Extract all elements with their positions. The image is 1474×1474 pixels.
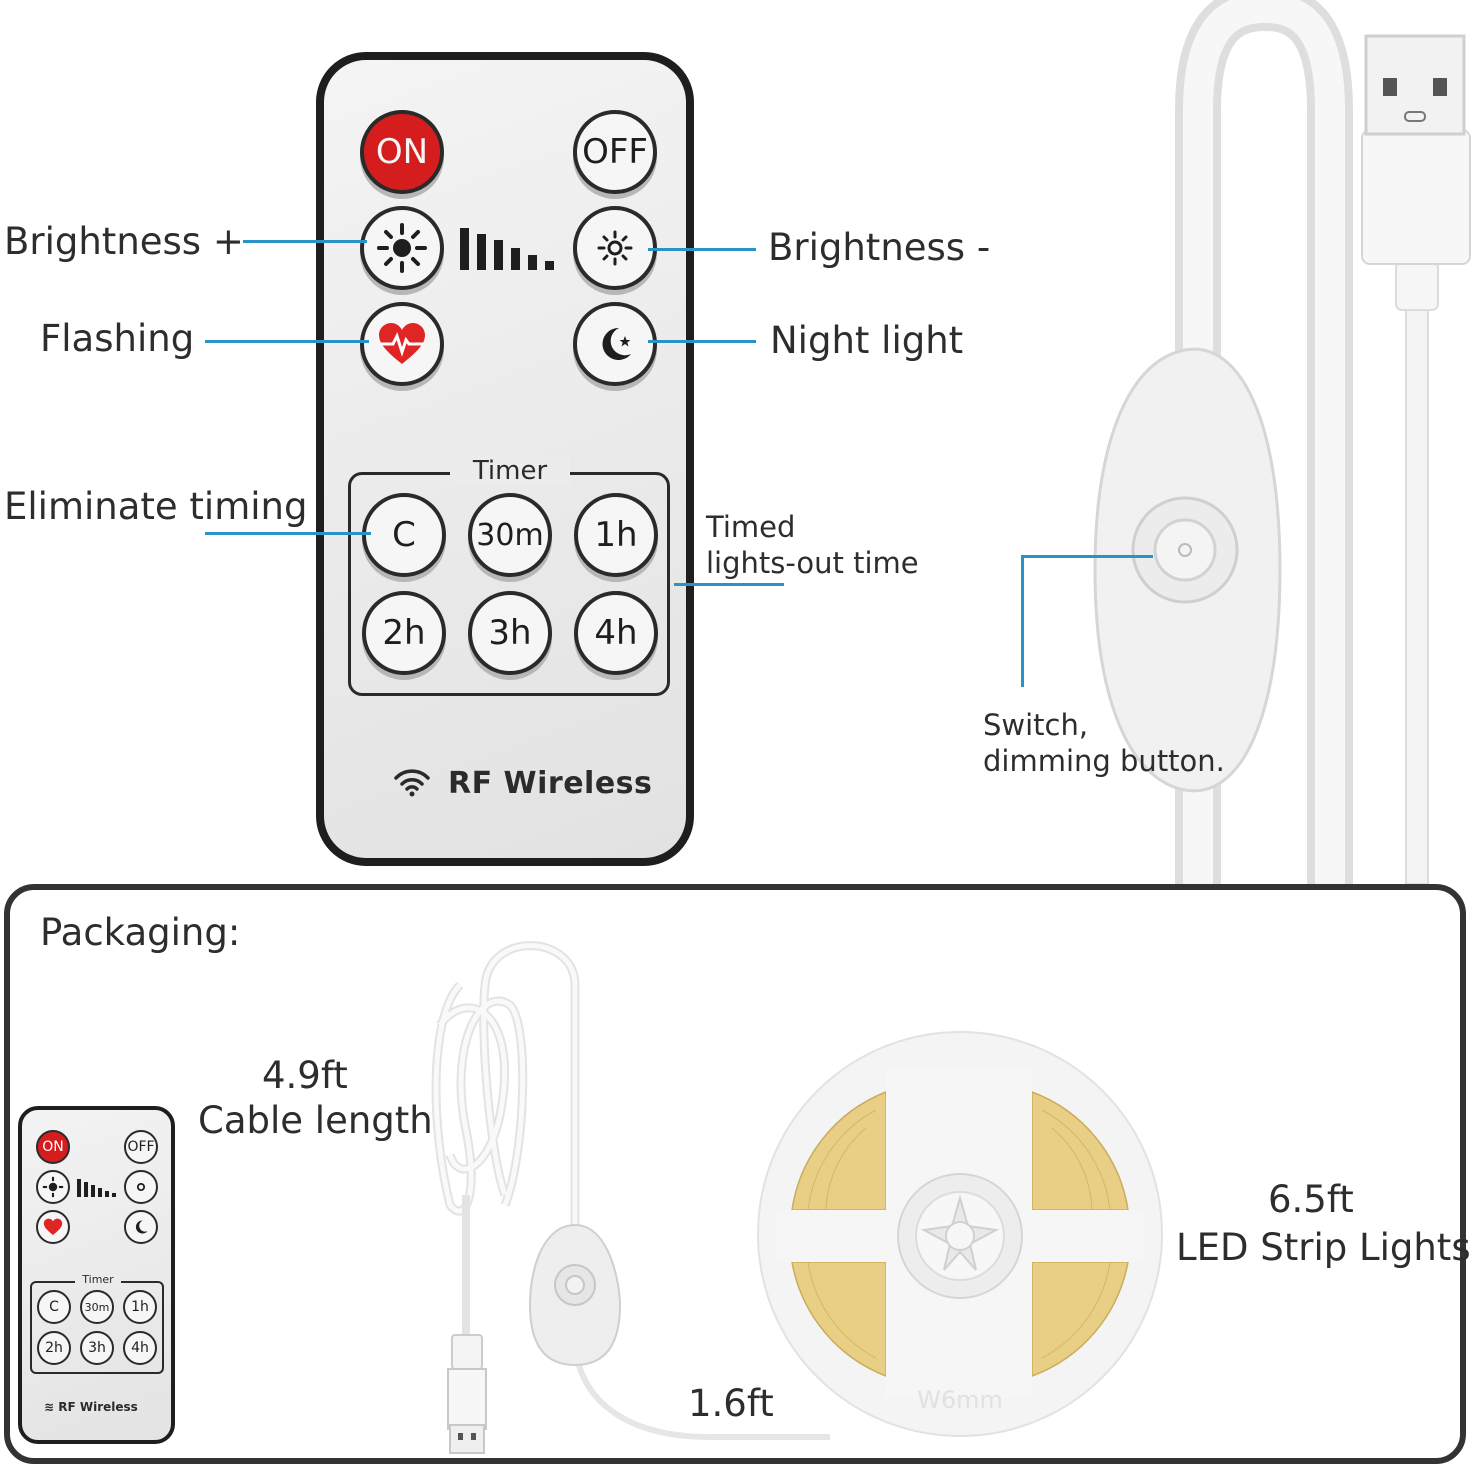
packaging-title: Packaging: <box>40 911 241 954</box>
leader-line <box>205 532 371 535</box>
timer-button-label: 3h <box>488 613 532 653</box>
sun-dim-icon <box>136 1182 146 1192</box>
small-night-light-button <box>124 1210 158 1244</box>
small-on-button: ON <box>36 1130 70 1164</box>
small-off-button: OFF <box>124 1130 158 1164</box>
callout-brightness-plus: Brightness + <box>4 220 244 263</box>
flashing-button[interactable] <box>360 302 444 386</box>
timer-cancel-button[interactable]: C <box>362 493 446 577</box>
callout-switch-line1: Switch, <box>983 708 1089 742</box>
packaging-panel <box>4 884 1466 1464</box>
on-button-label: ON <box>375 132 429 172</box>
callout-switch-line2: dimming button. <box>983 744 1225 778</box>
brightness-minus-button[interactable] <box>573 206 657 290</box>
callout-brightness-minus: Brightness - <box>768 226 991 269</box>
leader-line <box>1021 555 1024 687</box>
timer-2h-button[interactable]: 2h <box>362 591 446 675</box>
sun-bright-icon <box>377 223 427 273</box>
wifi-icon <box>394 769 430 797</box>
small-brightness-level-bars <box>77 1179 116 1197</box>
small-button-label: 3h <box>88 1340 106 1356</box>
off-button-label: OFF <box>582 132 648 172</box>
small-rf-wireless-label: ≋ RF Wireless <box>44 1400 138 1414</box>
heart-pulse-icon <box>379 323 425 364</box>
small-button-label: 1h <box>131 1299 149 1315</box>
timer-1h-button[interactable]: 1h <box>574 493 658 577</box>
callout-eliminate-timing: Eliminate timing <box>4 485 308 528</box>
small-timer-button: 3h <box>80 1331 114 1365</box>
reel-marking: W6mm <box>917 1386 1003 1414</box>
sun-bright-icon <box>42 1176 64 1198</box>
strip-length-label: LED Strip Lights <box>1176 1226 1471 1269</box>
timer-button-label: 1h <box>594 515 638 555</box>
small-button-label: C <box>49 1299 59 1315</box>
usb-cable-with-dimmer <box>1093 0 1471 884</box>
short-cable-length: 1.6ft <box>688 1382 774 1425</box>
small-button-label: 4h <box>131 1340 149 1356</box>
sun-dim-icon <box>597 230 633 266</box>
small-timer-button: 30m <box>80 1290 114 1324</box>
wifi-icon: ≋ <box>44 1400 55 1414</box>
timer-button-label: C <box>392 515 416 555</box>
leader-line <box>674 583 784 586</box>
small-flashing-button <box>36 1210 70 1244</box>
night-light-button[interactable] <box>573 302 657 386</box>
led-strip-reel: W6mm <box>757 1031 1163 1437</box>
leader-line <box>648 340 756 343</box>
off-button[interactable]: OFF <box>573 110 657 194</box>
moon-star-icon <box>602 327 631 360</box>
timer-title: Timer <box>450 456 570 486</box>
moon-star-icon <box>135 1220 148 1234</box>
rf-wireless-label: RF Wireless <box>448 766 653 801</box>
leader-line <box>205 340 369 343</box>
small-timer-button: 4h <box>123 1331 157 1365</box>
strip-length-value: 6.5ft <box>1268 1178 1354 1221</box>
cable-length-label: Cable length <box>198 1099 433 1142</box>
heart-pulse-icon <box>43 1218 63 1235</box>
leader-line <box>243 240 367 243</box>
small-button-label: 2h <box>45 1340 63 1356</box>
cable-length-value: 4.9ft <box>262 1054 348 1097</box>
small-timer-button: 1h <box>123 1290 157 1324</box>
small-timer-button: C <box>37 1290 71 1324</box>
timer-4h-button[interactable]: 4h <box>574 591 658 675</box>
small-brightness-minus-button <box>124 1170 158 1204</box>
on-button[interactable]: ON <box>360 110 444 194</box>
timer-30m-button[interactable]: 30m <box>468 493 552 577</box>
callout-night-light: Night light <box>770 319 964 362</box>
timer-button-label: 4h <box>594 613 638 653</box>
timer-button-label: 2h <box>382 613 426 653</box>
timer-button-label: 30m <box>476 517 544 553</box>
timer-3h-button[interactable]: 3h <box>468 591 552 675</box>
small-button-label: 30m <box>84 1300 110 1314</box>
brightness-plus-button[interactable] <box>360 206 444 290</box>
leader-line <box>648 248 756 251</box>
callout-timed-line1: Timed <box>706 510 796 544</box>
brightness-level-bars <box>460 228 554 270</box>
callout-flashing: Flashing <box>40 317 195 360</box>
leader-line <box>1021 555 1153 558</box>
small-timer-button: 2h <box>37 1331 71 1365</box>
small-button-label: ON <box>42 1139 64 1155</box>
packaged-usb-cable <box>431 941 830 1454</box>
callout-timed-line2: lights-out time <box>706 546 919 580</box>
small-timer-title: Timer <box>75 1273 121 1286</box>
small-brightness-plus-button <box>36 1170 70 1204</box>
small-button-label: OFF <box>127 1139 155 1155</box>
small-brand-text: RF Wireless <box>58 1400 138 1414</box>
